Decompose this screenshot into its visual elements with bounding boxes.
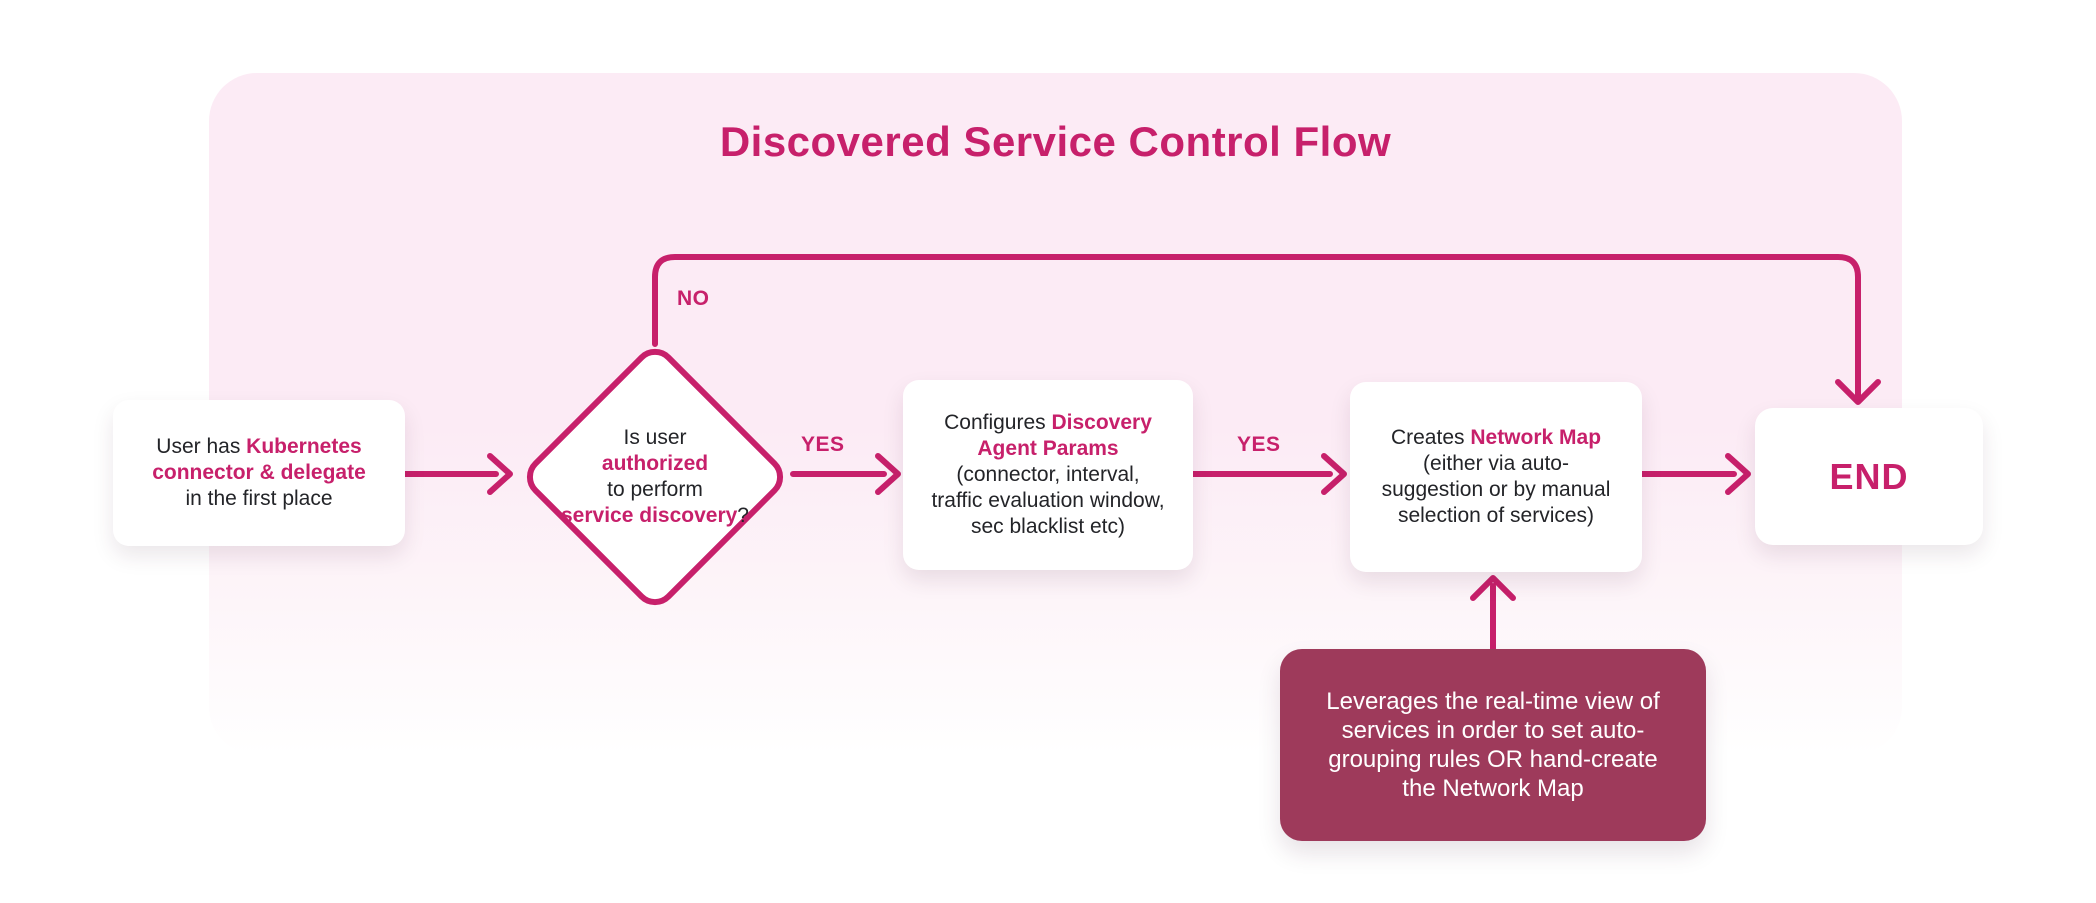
text-line: to perform xyxy=(607,478,703,501)
text-line: (connector, interval, xyxy=(956,463,1140,486)
text-line: traffic evaluation window, xyxy=(931,489,1165,512)
node-end: END xyxy=(1755,408,1983,545)
node-decision: Is user authorized to perform service disco… xyxy=(518,380,792,574)
text-line: sec blacklist etc) xyxy=(970,515,1126,538)
text-line: connector & delegate xyxy=(152,461,366,484)
text-line: User has Kubernetes xyxy=(156,435,362,458)
node-start: User has Kubernetes connector & delegate i… xyxy=(113,400,405,546)
node-creates-network-map: Creates Network Map (either via auto-sugg… xyxy=(1350,382,1642,572)
arrow-decision-to-configure xyxy=(790,453,901,495)
text-line: Agent Params xyxy=(977,437,1119,460)
edge-label-no: NO xyxy=(677,287,710,310)
arrow-network-map-to-end xyxy=(1639,453,1751,495)
text-line: suggestion or by manual xyxy=(1381,478,1611,501)
text-line: (either via auto- xyxy=(1423,452,1569,475)
text-line: the Network Map xyxy=(1402,775,1584,802)
text-line: in the first place xyxy=(185,487,333,510)
edge-label-yes-1: YES xyxy=(801,433,845,456)
text-line: grouping rules OR hand-create xyxy=(1328,746,1658,773)
text-line: Configures Discovery xyxy=(944,411,1152,434)
text-line: Creates Network Map xyxy=(1390,426,1602,449)
text-line: Is user xyxy=(623,426,687,449)
text-line: service discovery? xyxy=(561,504,749,527)
text-line: Leverages the real-time view of xyxy=(1326,688,1660,715)
arrow-start-to-decision xyxy=(402,453,513,495)
no-path-decision-to-end xyxy=(652,254,1881,405)
arrow-annotation-to-network-map xyxy=(1470,575,1516,652)
text-line: selection of services) xyxy=(1397,504,1595,527)
edge-label-yes-2: YES xyxy=(1237,433,1281,456)
text-line: services in order to set auto- xyxy=(1341,717,1645,744)
text-line: authorized xyxy=(601,452,709,475)
arrow-configure-to-network-map xyxy=(1190,453,1347,495)
page-title: Discovered Service Control Flow xyxy=(719,118,1392,165)
